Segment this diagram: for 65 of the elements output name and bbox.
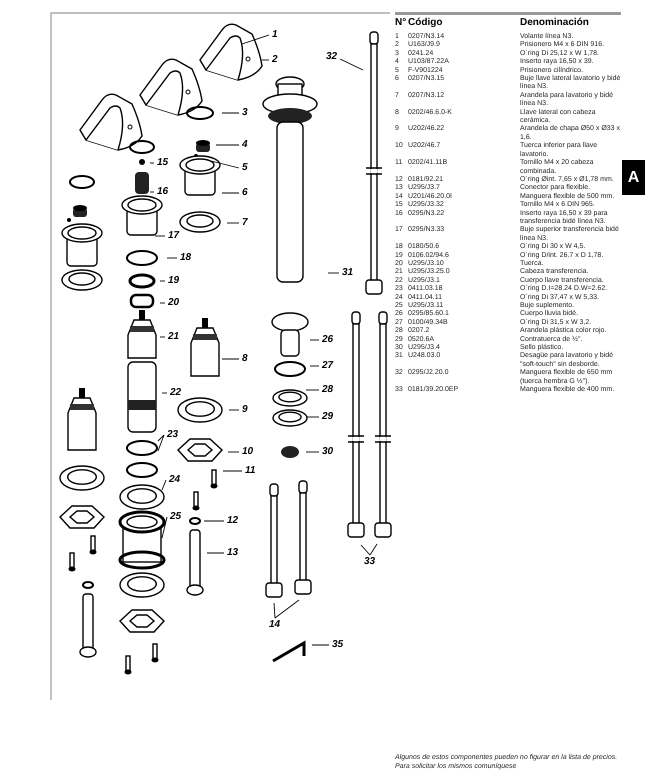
callout-number: 27 — [322, 360, 334, 372]
leader-line — [222, 112, 240, 114]
callout-number: 33 — [364, 556, 376, 568]
callout-number: 32 — [326, 51, 338, 63]
leader-line — [306, 416, 320, 418]
leader-line — [312, 644, 330, 646]
callout-number: 8 — [242, 353, 248, 365]
leader-line — [206, 552, 224, 554]
leader-line — [162, 480, 166, 490]
leader-line — [340, 58, 364, 70]
leader-line — [202, 158, 240, 168]
column-header: Código — [408, 16, 442, 30]
leader-line — [160, 336, 166, 338]
callout-number: 5 — [242, 162, 248, 174]
callout-number: 3 — [242, 107, 248, 119]
callout-number: 29 — [322, 411, 334, 423]
callout-number: 13 — [227, 547, 238, 559]
callout-number: 2 — [272, 54, 278, 66]
section-tab: A — [622, 160, 645, 195]
column-header: N° — [395, 16, 406, 30]
callout-number: 30 — [322, 446, 334, 458]
leader-line — [158, 434, 164, 452]
callout-number: 35 — [332, 639, 344, 651]
callout-number: 14 — [269, 619, 280, 631]
callout-number: 9 — [242, 404, 248, 416]
leader-line — [158, 434, 164, 442]
callout-number: 25 — [170, 511, 182, 523]
callout-number: 15 — [157, 157, 168, 169]
leader-line — [222, 192, 240, 194]
leader-line — [162, 392, 168, 394]
callout-number: 16 — [157, 186, 168, 198]
leader-line — [242, 34, 270, 44]
leader-line — [150, 162, 154, 164]
callout-number: 7 — [242, 217, 248, 229]
callout-number: 21 — [168, 331, 180, 343]
callout-number: 26 — [322, 334, 334, 346]
leader-line — [222, 358, 240, 360]
leader-line — [162, 516, 168, 538]
callout-number: 6 — [242, 187, 248, 199]
callout-number: 20 — [168, 297, 180, 309]
leader-line — [370, 544, 378, 556]
callout-number: 12 — [227, 515, 238, 527]
leader-line — [222, 470, 242, 472]
leader-line — [204, 520, 224, 522]
leader-line — [360, 544, 370, 556]
leader-line — [160, 302, 166, 304]
leader-line — [226, 222, 240, 224]
callout-number: 24 — [169, 474, 180, 486]
callout-number: 31 — [342, 267, 354, 279]
leader-line — [328, 272, 340, 274]
callout-number: 28 — [322, 384, 334, 396]
column-header: Denominación — [520, 16, 589, 30]
callout-number: 18 — [180, 252, 192, 264]
leader-line — [274, 600, 300, 618]
leader-line — [216, 144, 240, 146]
callout-number: 4 — [242, 139, 248, 151]
callout-number: 1 — [272, 29, 278, 41]
callout-number: 17 — [168, 230, 180, 242]
callout-number: 10 — [242, 446, 254, 458]
callout-number: 11 — [245, 465, 256, 477]
callout-number: 23 — [167, 429, 178, 441]
leader-line — [160, 280, 166, 282]
callout-number: 19 — [168, 275, 180, 287]
leader-line — [274, 602, 276, 618]
callout-number: 22 — [170, 387, 182, 399]
